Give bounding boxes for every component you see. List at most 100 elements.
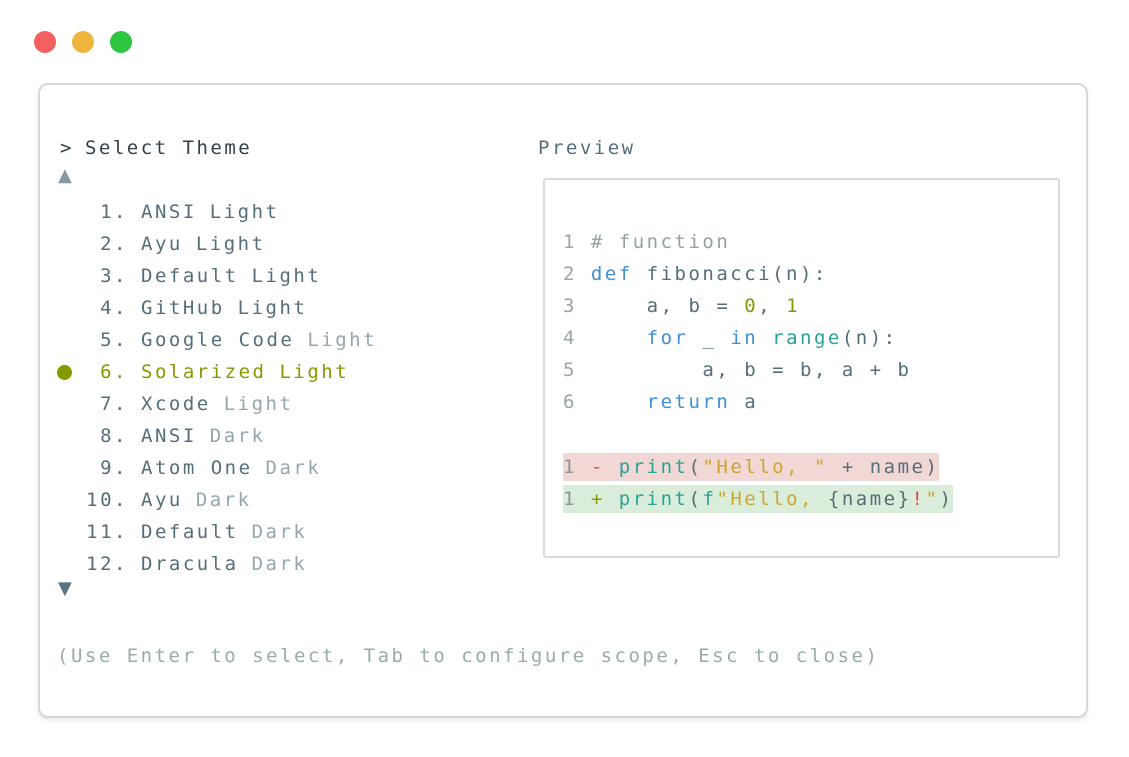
theme-item-ansi-dark[interactable]: 8. ANSI Dark: [57, 420, 377, 452]
theme-item-name: ANSI: [141, 425, 197, 447]
theme-item-variant: Light: [307, 329, 378, 351]
theme-item-name: GitHub: [141, 297, 225, 319]
theme-item-name: Atom One: [141, 457, 253, 479]
theme-item-variant: Light: [195, 233, 266, 255]
theme-item-variant: Light: [279, 361, 350, 383]
code-token: in: [730, 327, 759, 349]
code-token: ": [925, 487, 940, 510]
code-token: 3: [563, 295, 591, 317]
diff-line: 1 + print(f"Hello, {name}!"): [563, 482, 954, 514]
selected-bullet-slot: [57, 364, 76, 380]
code-token: {name}: [827, 487, 912, 510]
theme-item-name: Google Code: [141, 329, 295, 351]
theme-item-google-code-light[interactable]: 5. Google Code Light: [57, 324, 377, 356]
code-token: 2: [563, 263, 591, 285]
theme-item-number: 5.: [100, 329, 128, 351]
theme-item-number: 3.: [100, 265, 128, 287]
code-token: 4: [563, 327, 591, 349]
code-token: 6: [563, 391, 591, 413]
theme-item-number: 6.: [100, 361, 128, 383]
theme-item-default-dark[interactable]: 11. Default Dark: [57, 516, 377, 548]
maximize-button[interactable]: [110, 31, 132, 53]
code-token: a: [730, 391, 759, 413]
theme-item-github-light[interactable]: 4. GitHub Light: [57, 292, 377, 324]
theme-item-number: 9.: [100, 457, 128, 479]
preview-label: Preview: [538, 137, 636, 159]
theme-item-number: 12.: [86, 553, 128, 575]
code-token: [591, 391, 647, 413]
code-token: a, b =: [590, 295, 745, 317]
code-token: +: [590, 487, 619, 510]
palette-title: Select Theme: [84, 137, 253, 159]
code-line: 4 for _ in range(n):: [563, 322, 953, 354]
window-controls: [34, 31, 132, 53]
code-token: range: [772, 327, 842, 349]
code-token: [758, 327, 772, 349]
theme-item-variant: Dark: [209, 425, 266, 447]
diff-line: 1 - print("Hello, " + name): [563, 450, 953, 482]
code-line: 5 a, b = b, a + b: [563, 354, 953, 386]
code-token: (: [688, 455, 703, 478]
hint-text: (Use Enter to select, Tab to configure s…: [57, 645, 880, 667]
theme-item-number: 4.: [100, 297, 128, 319]
code-line: 2 def fibonacci(n):: [563, 258, 953, 290]
theme-item-name: Ayu: [141, 489, 183, 511]
theme-item-variant: Light: [209, 201, 280, 223]
code-token: 5: [563, 359, 591, 381]
theme-item-name: Default: [141, 265, 239, 287]
code-token: return: [646, 391, 731, 413]
code-token: + name): [827, 455, 940, 478]
code-line: 1 # function: [563, 226, 953, 258]
code-token: ): [939, 487, 954, 510]
code-token: fibonacci(n):: [632, 263, 828, 285]
prompt-chevron: >: [60, 137, 74, 159]
code-token: ,: [758, 295, 787, 317]
code-token: 0: [744, 295, 759, 317]
code-line: 3 a, b = 0, 1: [563, 290, 953, 322]
theme-item-variant: Light: [223, 393, 294, 415]
theme-item-variant: Dark: [251, 521, 308, 543]
theme-item-name: Default: [141, 521, 239, 543]
theme-item-number: 7.: [100, 393, 128, 415]
theme-item-ansi-light[interactable]: 1. ANSI Light: [57, 196, 377, 228]
theme-item-number: 8.: [100, 425, 128, 447]
code-token: [591, 327, 647, 349]
code-token: f: [702, 487, 717, 510]
code-token: print: [618, 455, 689, 478]
theme-item-name: Xcode: [141, 393, 211, 415]
theme-item-default-light[interactable]: 3. Default Light: [57, 260, 377, 292]
selected-bullet-icon: [57, 364, 72, 380]
diff-removed-highlight: 1 - print("Hello, " + name): [563, 452, 940, 481]
code-token: _: [688, 327, 731, 349]
theme-item-number: 1.: [100, 201, 128, 223]
code-line: 6 return a: [563, 386, 953, 418]
code-token: -: [590, 455, 619, 478]
scroll-down-icon[interactable]: ▼: [58, 578, 75, 599]
close-button[interactable]: [34, 31, 56, 53]
minimize-button[interactable]: [72, 31, 94, 53]
code-token: a, b = b, a + b: [590, 359, 912, 381]
code-token: # function: [590, 231, 731, 253]
diff-added-highlight: 1 + print(f"Hello, {name}!"): [563, 484, 954, 513]
code-token: 1: [563, 231, 591, 253]
code-token: 1: [786, 295, 801, 317]
palette-header: > Select Theme: [60, 134, 252, 162]
theme-item-variant: Light: [251, 265, 322, 287]
code-token: !: [911, 487, 926, 510]
theme-item-number: 10.: [86, 489, 128, 511]
theme-item-number: 2.: [100, 233, 128, 255]
theme-item-name: ANSI: [141, 201, 197, 223]
theme-item-xcode-light[interactable]: 7. Xcode Light: [57, 388, 377, 420]
code-token: for: [646, 327, 689, 349]
theme-item-number: 11.: [86, 521, 128, 543]
theme-item-variant: Light: [237, 297, 308, 319]
scroll-up-icon[interactable]: ▲: [58, 165, 75, 186]
